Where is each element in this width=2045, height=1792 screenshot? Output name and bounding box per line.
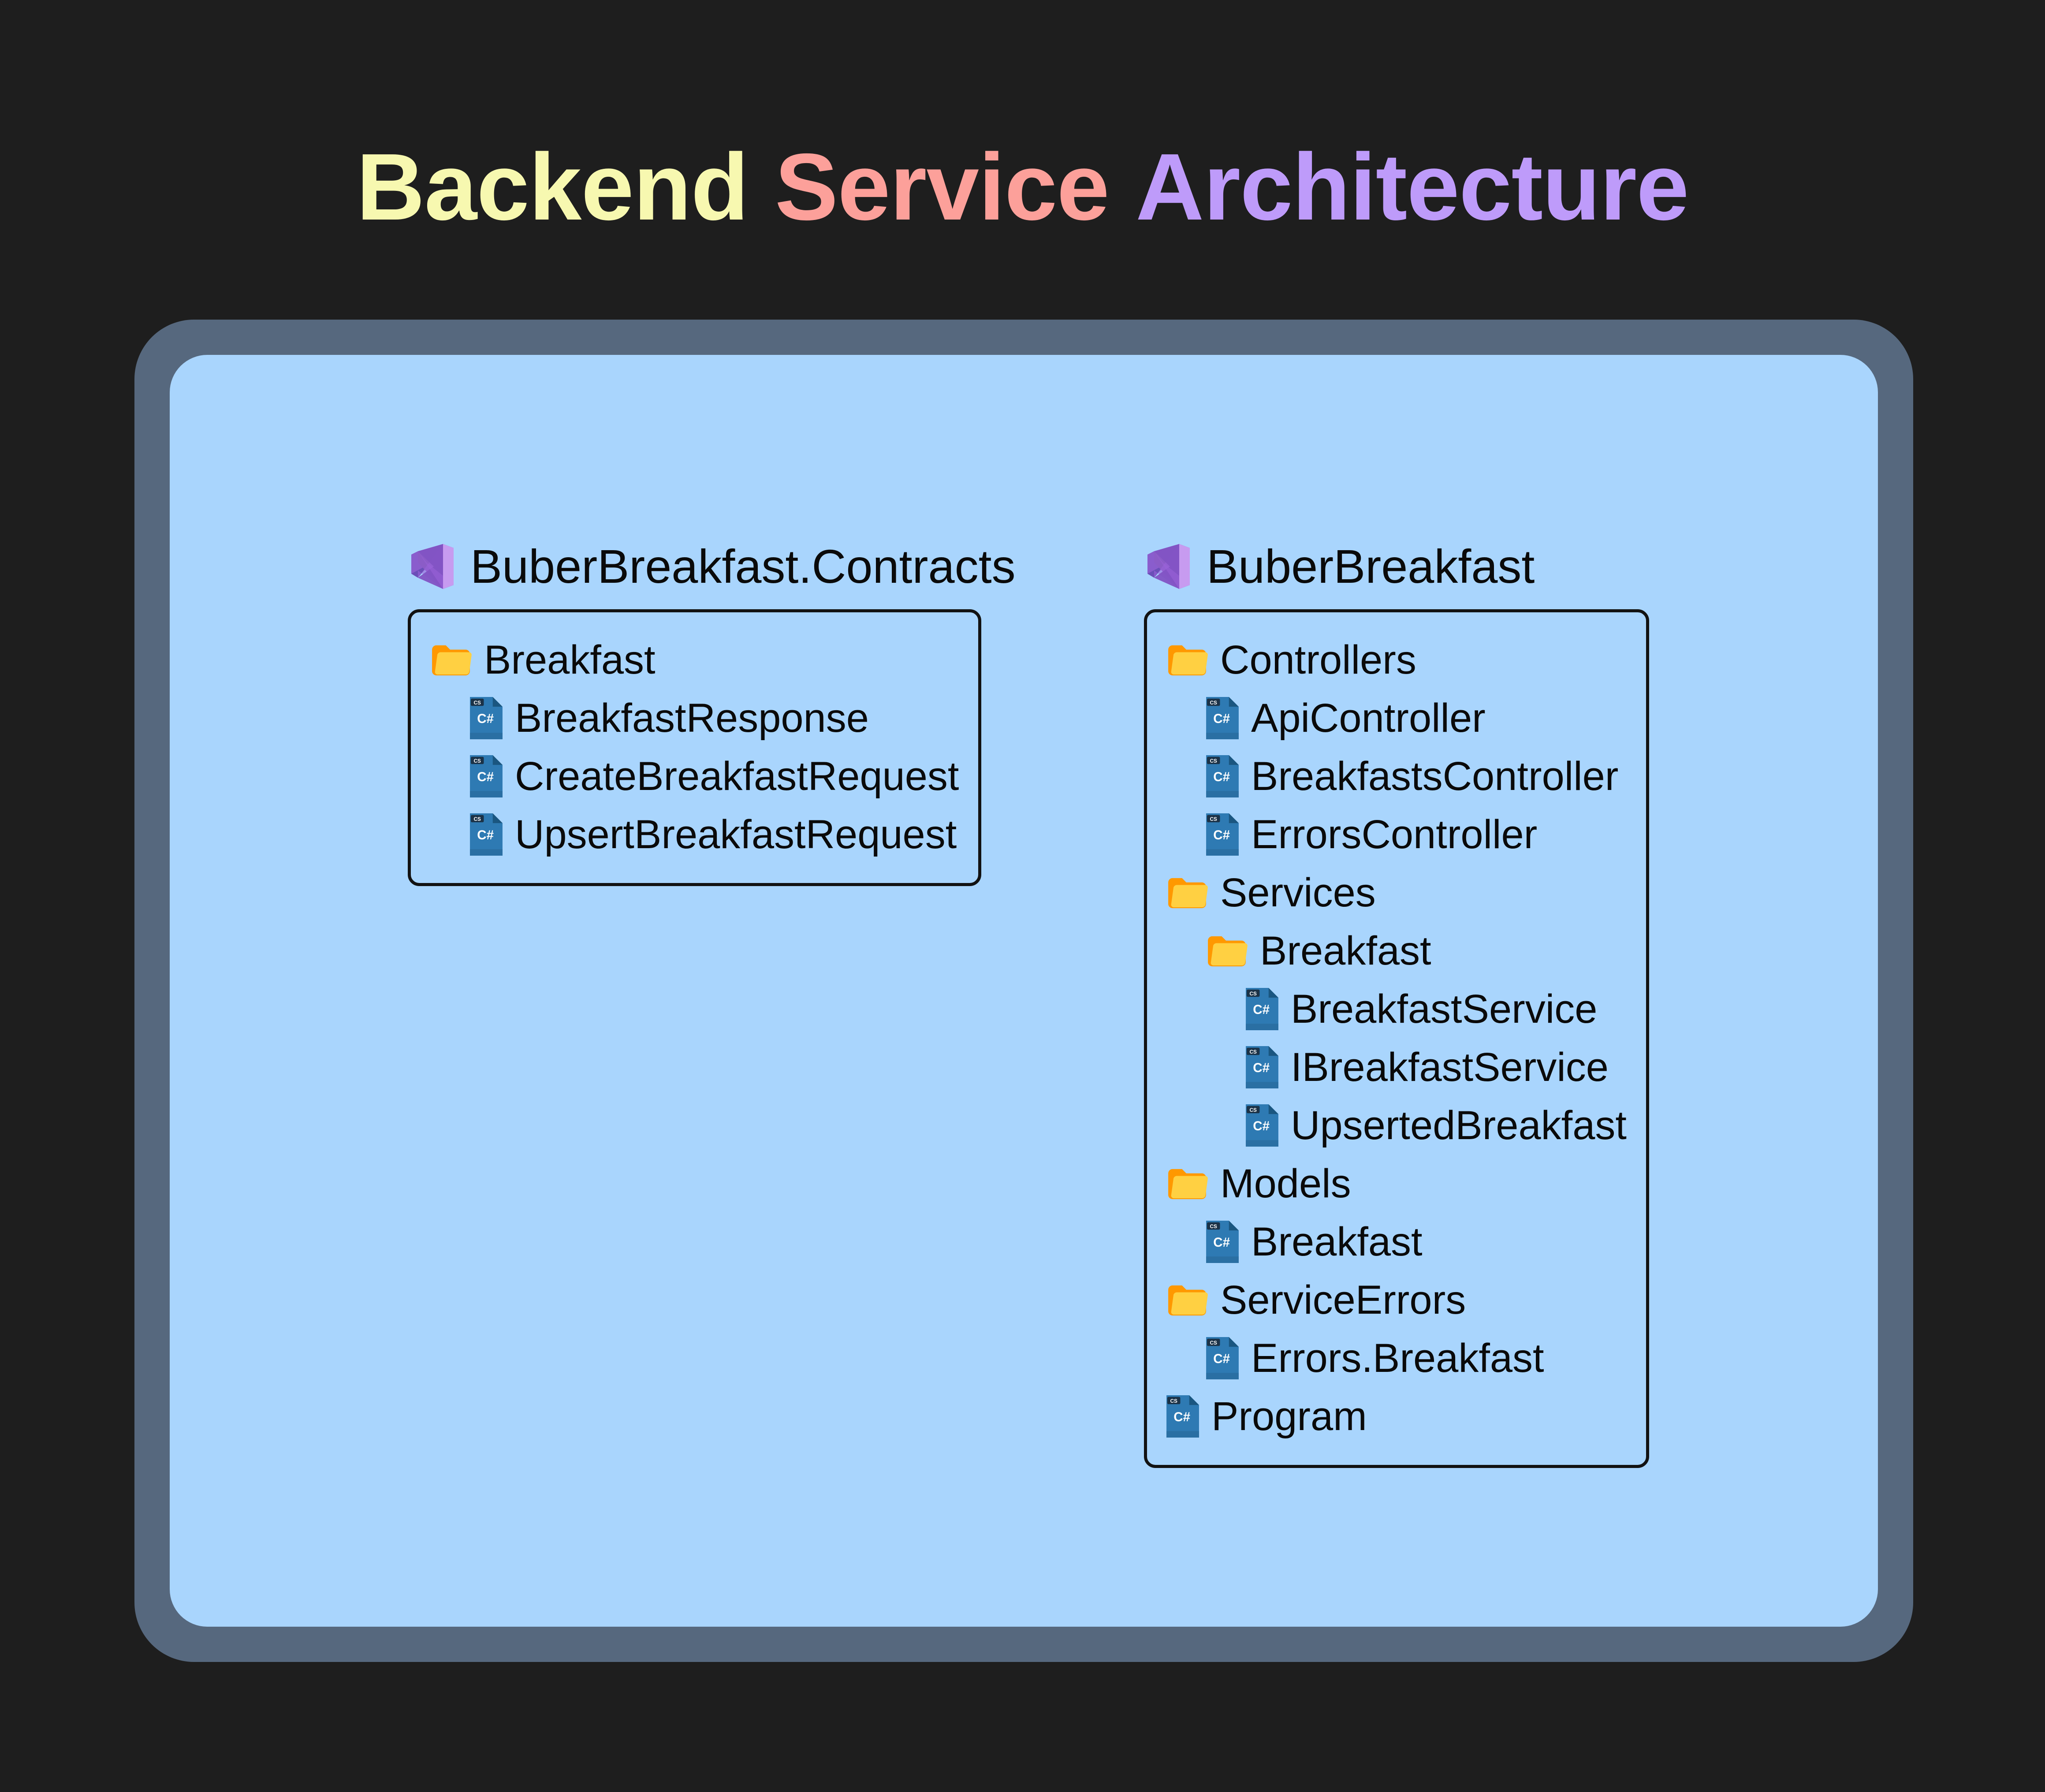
tree-item-label: Errors.Breakfast (1251, 1336, 1544, 1381)
tree-item-label: ErrorsController (1251, 812, 1538, 857)
project-main-title: BuberBreakfast (1207, 540, 1535, 593)
svg-text:C#: C# (1213, 1352, 1230, 1366)
tree-file-row[interactable]: CS C# BreakfastService (1166, 980, 1627, 1038)
csharp-file-icon: CS C# (470, 697, 503, 739)
project-main-header: BuberBreakfast (1144, 542, 1649, 591)
csharp-file-icon: CS C# (1246, 988, 1278, 1030)
tree-folder-row[interactable]: Breakfast (1166, 922, 1627, 980)
title-segment-backend: Backend (356, 134, 749, 240)
svg-text:CS: CS (473, 816, 481, 822)
svg-text:CS: CS (1210, 700, 1217, 706)
tree-folder-row[interactable]: ServiceErrors (1166, 1271, 1627, 1329)
folder-icon (430, 643, 472, 677)
svg-text:C#: C# (1213, 770, 1230, 784)
title-segment-architecture: Architecture (1136, 134, 1689, 240)
folder-icon (1206, 934, 1248, 968)
tree-folder-row[interactable]: Services (1166, 864, 1627, 922)
project-contracts-title: BuberBreakfast.Contracts (470, 540, 1016, 593)
svg-text:CS: CS (1249, 991, 1257, 997)
csharp-file-icon: CS C# (1206, 813, 1239, 856)
tree-item-label: Services (1220, 870, 1376, 915)
svg-text:CS: CS (1170, 1398, 1177, 1404)
svg-text:CS: CS (1210, 1223, 1217, 1229)
csharp-file-icon: CS C# (470, 813, 503, 856)
tree-item-label: UpsertBreakfastRequest (515, 812, 957, 857)
csharp-file-icon: CS C# (470, 755, 503, 797)
tree-file-row[interactable]: CS C# ErrorsController (1166, 805, 1627, 864)
svg-text:C#: C# (1173, 1410, 1190, 1424)
visual-studio-icon (411, 542, 454, 591)
csharp-file-icon: CS C# (1206, 1337, 1239, 1379)
csharp-file-icon: CS C# (1246, 1104, 1278, 1147)
svg-text:C#: C# (477, 712, 494, 726)
svg-text:CS: CS (473, 758, 481, 764)
svg-text:C#: C# (1213, 712, 1230, 726)
csharp-file-icon: CS C# (1206, 1221, 1239, 1263)
tree-file-row[interactable]: CS C# CreateBreakfastRequest (430, 747, 959, 805)
tree-file-row[interactable]: CS C# Breakfast (1166, 1213, 1627, 1271)
tree-file-row[interactable]: CS C# UpsertedBreakfast (1166, 1096, 1627, 1155)
tree-item-label: Models (1220, 1161, 1351, 1206)
svg-text:CS: CS (1249, 1107, 1257, 1113)
tree-item-label: Breakfast (484, 637, 656, 682)
csharp-file-icon: CS C# (1206, 697, 1239, 739)
svg-text:C#: C# (1213, 1235, 1230, 1250)
svg-text:C#: C# (477, 770, 494, 784)
tree-item-label: BreakfastResponse (515, 696, 869, 741)
project-contracts-header: BuberBreakfast.Contracts (408, 542, 1016, 591)
svg-text:C#: C# (1253, 1119, 1270, 1133)
tree-item-label: Controllers (1220, 637, 1416, 682)
svg-text:CS: CS (473, 700, 481, 706)
title-segment-service: Service (775, 134, 1110, 240)
tree-item-label: Breakfast (1251, 1219, 1423, 1264)
tree-file-row[interactable]: CS C# BreakfastResponse (430, 689, 959, 747)
tree-file-row[interactable]: CS C# BreakfastsController (1166, 747, 1627, 805)
folder-icon (1166, 1166, 1208, 1201)
tree-item-label: Program (1211, 1394, 1367, 1439)
tree-item-label: ServiceErrors (1220, 1278, 1466, 1323)
svg-text:C#: C# (477, 828, 494, 842)
tree-file-row[interactable]: CS C# IBreakfastService (1166, 1038, 1627, 1096)
tree-item-label: Breakfast (1260, 928, 1431, 973)
svg-text:CS: CS (1210, 758, 1217, 764)
tree-file-row[interactable]: CS C# ApiController (1166, 689, 1627, 747)
tree-file-row[interactable]: CS C# Errors.Breakfast (1166, 1329, 1627, 1387)
folder-icon (1166, 643, 1208, 677)
svg-text:CS: CS (1210, 816, 1217, 822)
tree-item-label: IBreakfastService (1291, 1045, 1609, 1090)
svg-text:CS: CS (1249, 1049, 1257, 1055)
tree-file-row[interactable]: CS C# UpsertBreakfastRequest (430, 805, 959, 864)
svg-text:C#: C# (1253, 1002, 1270, 1017)
tree-item-label: BreakfastService (1291, 987, 1598, 1032)
svg-text:C#: C# (1213, 828, 1230, 842)
tree-item-label: BreakfastsController (1251, 754, 1619, 799)
svg-text:CS: CS (1210, 1340, 1217, 1346)
csharp-file-icon: CS C# (1206, 755, 1239, 797)
svg-text:C#: C# (1253, 1061, 1270, 1075)
csharp-file-icon: CS C# (1246, 1046, 1278, 1088)
csharp-file-icon: CS C# (1166, 1395, 1199, 1438)
folder-icon (1166, 876, 1208, 910)
tree-item-label: ApiController (1251, 696, 1486, 741)
visual-studio-icon (1147, 542, 1190, 591)
tree-item-label: CreateBreakfastRequest (515, 754, 959, 799)
tree-folder-row[interactable]: Models (1166, 1155, 1627, 1213)
tree-folder-row[interactable]: Breakfast (430, 631, 959, 689)
tree-item-label: UpsertedBreakfast (1291, 1103, 1627, 1148)
tree-file-row[interactable]: CS C# Program (1166, 1387, 1627, 1446)
tree-folder-row[interactable]: Controllers (1166, 631, 1627, 689)
folder-icon (1166, 1283, 1208, 1317)
